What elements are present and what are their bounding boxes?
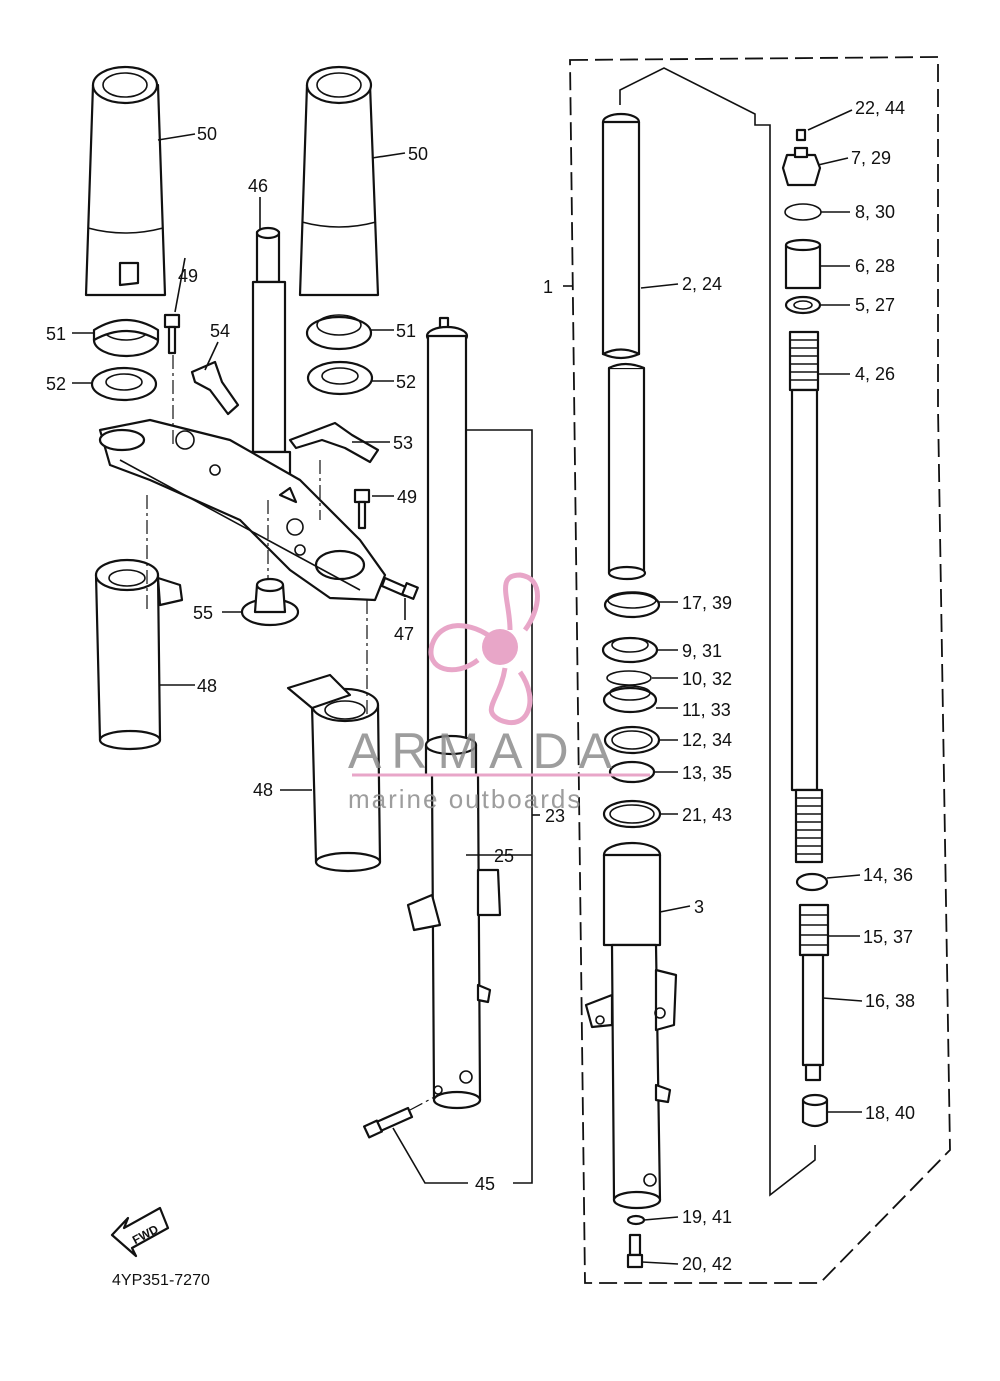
callout-15-37: 15, 37 (863, 927, 913, 947)
damper-column (781, 128, 830, 1128)
callout-23: 23 (545, 806, 565, 826)
callout-47: 47 (394, 624, 414, 644)
callout-22-44: 22, 44 (855, 98, 905, 118)
leader-23-25-45 (392, 429, 540, 1184)
callout-16-38: 16, 38 (865, 991, 915, 1011)
fork-assembly-middle (406, 316, 502, 1110)
fork-cover-lower-left (94, 558, 184, 751)
callout-18-40: 18, 40 (865, 1103, 915, 1123)
callout-9-31: 9, 31 (682, 641, 722, 661)
callout-46: 46 (248, 176, 268, 196)
callout-8-30: 8, 30 (855, 202, 895, 222)
fork-cover-lower-right (286, 673, 382, 873)
callout-52-right: 52 (396, 372, 416, 392)
fork-cover-upper-left (84, 65, 167, 297)
callout-21-43: 21, 43 (682, 805, 732, 825)
guide-51-right (305, 314, 373, 351)
cable-clamp-54 (190, 360, 240, 416)
armada-watermark: ARMADA marine outboards (348, 572, 650, 814)
propeller-logo-icon (428, 572, 540, 725)
fork-cover-upper-right (298, 65, 380, 297)
exploded-group-frame (569, 56, 951, 1284)
callout-50-left: 50 (197, 124, 217, 144)
callout-49-upper: 49 (178, 266, 198, 286)
bearing-55 (240, 577, 300, 627)
callout-1: 1 (543, 277, 553, 297)
watermark-brand: ARMADA (348, 723, 622, 779)
guide-51-left (92, 319, 160, 358)
callout-5-27: 5, 27 (855, 295, 895, 315)
callout-52-left: 52 (46, 374, 66, 394)
left-centerlines (146, 355, 368, 715)
callout-19-41: 19, 41 (682, 1207, 732, 1227)
callout-leaders (72, 109, 863, 1265)
callout-55: 55 (193, 603, 213, 623)
bolt-47 (380, 576, 419, 600)
washer-52-right (306, 360, 374, 396)
bolt-49-upper (163, 313, 181, 355)
callout-17-39: 17, 39 (682, 593, 732, 613)
callout-12-34: 12, 34 (682, 730, 732, 750)
callout-49-lower: 49 (397, 487, 417, 507)
callout-54: 54 (210, 321, 230, 341)
callout-45: 45 (475, 1174, 495, 1194)
callout-20-42: 20, 42 (682, 1254, 732, 1274)
fwd-arrow: FWD (110, 1206, 170, 1258)
cable-clamp-53 (288, 421, 380, 464)
callout-11-33: 11, 33 (682, 700, 731, 720)
callout-14-36: 14, 36 (863, 865, 913, 885)
seal-stack (601, 591, 662, 829)
callout-3: 3 (694, 897, 704, 917)
callout-50-right: 50 (408, 144, 428, 164)
watermark-tagline: marine outboards (348, 784, 582, 814)
washer-52-left (90, 366, 158, 402)
callout-2-24: 2, 24 (682, 274, 722, 294)
bolt-49-lower (353, 488, 371, 530)
callout-51-right: 51 (396, 321, 416, 341)
callout-labels: 50 50 46 49 54 51 52 51 52 53 49 47 55 4… (46, 98, 915, 1274)
inner-tube-2-24 (601, 112, 647, 581)
diagram-code: 4YP351-7270 (112, 1272, 210, 1289)
bolt-45 (363, 1093, 441, 1139)
callout-13-35: 13, 35 (682, 763, 732, 783)
group-leader-1 (563, 67, 816, 1197)
callout-25: 25 (494, 846, 514, 866)
callout-53: 53 (393, 433, 413, 453)
callout-6-28: 6, 28 (855, 256, 895, 276)
callout-48-right: 48 (253, 780, 273, 800)
callout-51-left: 51 (46, 324, 66, 344)
under-bracket (98, 418, 387, 602)
bolt-20-42 (626, 1233, 644, 1269)
callout-4-26: 4, 26 (855, 364, 895, 384)
callout-48-left: 48 (197, 676, 217, 696)
outer-tube-3 (584, 841, 678, 1210)
callout-7-29: 7, 29 (851, 148, 891, 168)
callout-10-32: 10, 32 (682, 669, 732, 689)
washer-19-41 (626, 1214, 646, 1226)
